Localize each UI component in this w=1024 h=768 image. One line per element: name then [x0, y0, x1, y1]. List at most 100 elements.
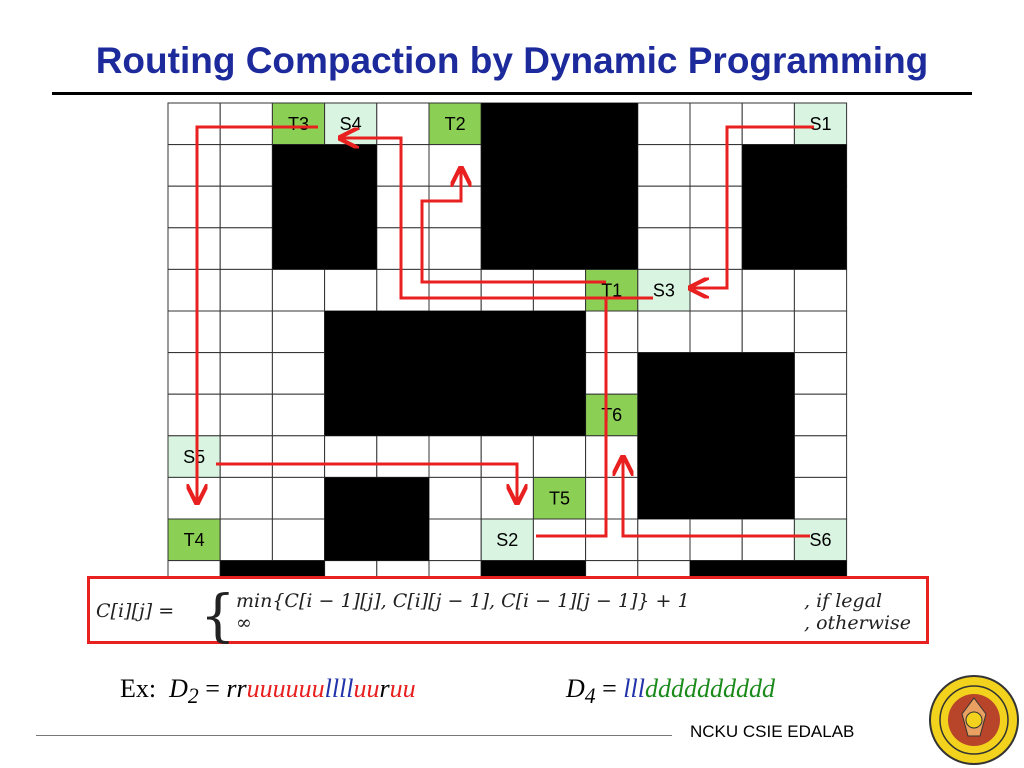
- grid-cell: [637, 268, 691, 312]
- grid-cell: [271, 310, 326, 354]
- grid-cell: [271, 268, 326, 312]
- grid-cell: [376, 227, 430, 270]
- grid-cell: [689, 518, 743, 562]
- grid-cell: [793, 393, 848, 437]
- grid-cell: [637, 518, 691, 562]
- grid-cell: [689, 310, 743, 354]
- grid-cell: [585, 435, 639, 478]
- example-d2: Ex: D2 = rruuuuuulllluuruu: [120, 674, 416, 709]
- grid-cell: [793, 268, 848, 312]
- terminal-label-s3: S3: [653, 280, 675, 300]
- formula-brace: {: [200, 584, 236, 649]
- grid-cell: [793, 310, 848, 354]
- grid-cell: [585, 352, 639, 395]
- d2-sequence: rruuuuuulllluuruu: [226, 674, 415, 703]
- grid-cell: [324, 435, 378, 478]
- grid-cell: [741, 102, 795, 146]
- grid-cell: [428, 268, 482, 312]
- grid-cell: [167, 476, 221, 520]
- blocked-region: [481, 103, 638, 270]
- blocked-region: [742, 144, 847, 270]
- blocked-region: [220, 560, 325, 578]
- terminal-label-t4: T4: [184, 530, 205, 550]
- university-seal-logo: [929, 675, 1019, 765]
- grid-cell: [637, 227, 691, 270]
- d2seq-part: uu: [389, 674, 416, 703]
- grid-cell: [741, 310, 795, 354]
- terminal-label-t3: T3: [288, 114, 309, 134]
- grid-cell: [167, 185, 221, 229]
- route-path: [536, 298, 608, 538]
- grid-cell: [167, 435, 221, 478]
- footer-label: NCKU CSIE EDALAB: [690, 722, 855, 741]
- grid-cell: [324, 268, 378, 312]
- grid-cell: [428, 435, 482, 478]
- recurrence-formula-box: [87, 576, 929, 644]
- grid-cell: [532, 518, 587, 562]
- grid-cell: [532, 268, 587, 312]
- d2seq-part: uu: [353, 674, 380, 703]
- grid-cell: [585, 476, 639, 520]
- terminal-label-s4: S4: [340, 114, 362, 134]
- grid-cell: [480, 435, 534, 478]
- grid-cell: [585, 518, 639, 562]
- grid-cell: [271, 435, 326, 478]
- blocked-region: [481, 560, 586, 578]
- grid-cell: [428, 518, 482, 562]
- grid-cell: [428, 144, 482, 187]
- route-path: [197, 125, 318, 503]
- terminal-label-s1: S1: [809, 114, 831, 134]
- d4seq-part: lll: [623, 674, 645, 703]
- grid-cell: [480, 268, 534, 312]
- grid-cell: [167, 102, 221, 146]
- grid-cell: [219, 476, 273, 520]
- grid-cell: [167, 227, 221, 270]
- d2seq-part: r: [379, 674, 390, 703]
- title-divider: [52, 92, 972, 95]
- grid-cell: [428, 185, 482, 229]
- d4-name: D: [566, 674, 585, 703]
- blocked-regions: [220, 103, 847, 578]
- grid-cell: [219, 393, 273, 437]
- grid-cell: [219, 310, 273, 354]
- grid-cell: [428, 102, 482, 146]
- grid-cell: [637, 310, 691, 354]
- d4-eq: =: [602, 674, 617, 703]
- grid-cell: [219, 102, 273, 146]
- grid-cell: [741, 518, 795, 562]
- grid-cell: [271, 393, 326, 437]
- route-path: [690, 125, 814, 288]
- example-d4: D4 = llldddddddddd: [566, 674, 775, 709]
- grid-cell: [167, 144, 221, 187]
- route-path: [420, 168, 606, 284]
- d2seq-part: uuuuuu: [246, 674, 325, 703]
- blocked-region: [637, 352, 795, 519]
- grid-cell: [271, 352, 326, 395]
- grid-cell: [793, 352, 848, 395]
- d2-eq: =: [205, 674, 220, 703]
- grid-cell: [219, 352, 273, 395]
- route-path: [216, 462, 517, 503]
- grid-cell: [585, 310, 639, 354]
- grid-cell: [793, 435, 848, 478]
- grid-cell: [689, 227, 743, 270]
- terminal-label-t6: T6: [601, 405, 622, 425]
- d2-sub: 2: [187, 684, 199, 709]
- grid-cell: [689, 144, 743, 187]
- grid-cell: [271, 476, 326, 520]
- grid-cell: [793, 102, 848, 146]
- grid-cell: [219, 144, 273, 187]
- terminal-label-t1: T1: [601, 280, 622, 300]
- grid-cell: [271, 102, 326, 146]
- grid-cell: [219, 185, 273, 229]
- grid-cell: [167, 393, 221, 437]
- blocked-region: [324, 311, 586, 436]
- grid-cell: [428, 227, 482, 270]
- terminal-label-s2: S2: [496, 530, 518, 550]
- terminal-label-t5: T5: [549, 488, 570, 508]
- grid-cell: [376, 435, 430, 478]
- grid-cell: [376, 268, 430, 312]
- d4-sequence: llldddddddddd: [623, 674, 775, 703]
- terminal-label-s6: S6: [809, 530, 831, 550]
- formula-cond-legal: , if legal: [804, 590, 883, 612]
